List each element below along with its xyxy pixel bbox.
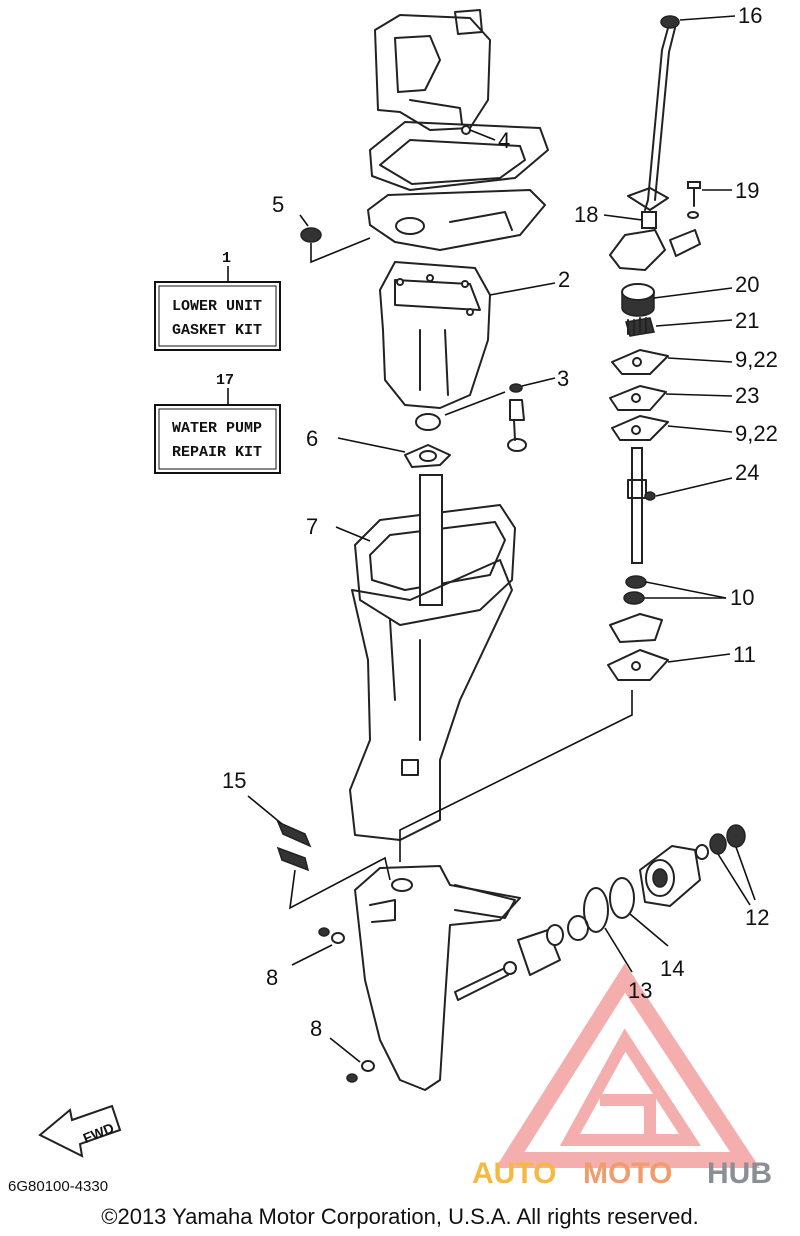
automotohub-logo bbox=[495, 963, 760, 1168]
callout-10: 10 bbox=[730, 585, 754, 610]
callout-11: 11 bbox=[733, 642, 756, 667]
callout-19: 19 bbox=[735, 178, 759, 203]
kit-box-water-pump-repair: WATER PUMP REPAIR KIT 17 bbox=[154, 372, 281, 474]
part-20-impeller-cup: 20 bbox=[621, 272, 759, 317]
part-19-bolt: 19 bbox=[669, 178, 759, 257]
callout-16: 16 bbox=[738, 3, 762, 28]
part-23-plate: 23 bbox=[609, 383, 759, 411]
watermark-hub: HUB bbox=[707, 1157, 772, 1190]
part-15-shims: 15 bbox=[222, 768, 391, 910]
bearings bbox=[546, 915, 589, 946]
callout-24: 24 bbox=[735, 460, 759, 485]
catalog-code: 6G80100-4330 bbox=[8, 1178, 109, 1195]
part-2-exhaust-guide: 2 bbox=[379, 261, 570, 409]
part-6-gasket: 6 bbox=[306, 413, 451, 468]
callout-9-22-lower: 9,22 bbox=[735, 421, 778, 446]
part-7-driveshaft-housing: 7 bbox=[306, 474, 516, 841]
part-3-plug: 3 bbox=[444, 366, 569, 452]
part-13-o-ring: 13 bbox=[583, 887, 652, 1003]
upper-gasket-plate bbox=[369, 121, 549, 191]
callout-9-22-upper: 9,22 bbox=[735, 347, 778, 372]
callout-23: 23 bbox=[735, 383, 759, 408]
part-9-22-upper-plate: 9,22 bbox=[611, 347, 778, 375]
callout-8-lower: 8 bbox=[310, 1016, 322, 1041]
callout-3: 3 bbox=[557, 366, 569, 391]
kit-box-lower-unit-gasket: LOWER UNIT GASKET KIT 1 bbox=[154, 250, 281, 351]
callout-15: 15 bbox=[222, 768, 246, 793]
callout-20: 20 bbox=[735, 272, 759, 297]
part-18-pump-housing: 18 bbox=[574, 187, 669, 271]
callout-6: 6 bbox=[306, 426, 318, 451]
kit-1-number: 1 bbox=[222, 250, 231, 267]
mounting-plate bbox=[367, 189, 546, 251]
part-8-screw-lower: 8 bbox=[310, 1016, 375, 1083]
callout-14: 14 bbox=[660, 956, 684, 981]
part-16-water-tube: 16 bbox=[644, 3, 762, 211]
watermark-wordmark: AUTO MOTO HUB bbox=[472, 1157, 772, 1190]
kit-1-line1: LOWER UNIT bbox=[172, 298, 262, 315]
bearing-housing bbox=[639, 845, 701, 907]
kit-17-line2: REPAIR KIT bbox=[172, 444, 262, 461]
callout-4: 4 bbox=[469, 128, 510, 153]
propeller-shaft bbox=[454, 929, 561, 1001]
svg-text:5: 5 bbox=[272, 192, 284, 217]
watermark-moto: MOTO bbox=[583, 1157, 672, 1190]
callout-2: 2 bbox=[558, 267, 570, 292]
lower-gearcase bbox=[354, 865, 521, 1091]
callout-13: 13 bbox=[628, 978, 652, 1003]
part-10-bushings: 10 bbox=[623, 575, 754, 610]
part-5-grommet: 5 bbox=[272, 192, 371, 264]
callout-18: 18 bbox=[574, 202, 598, 227]
kit-17-line1: WATER PUMP bbox=[172, 420, 262, 437]
svg-text:4: 4 bbox=[498, 128, 510, 153]
callout-21: 21 bbox=[735, 308, 759, 333]
callout-8-upper: 8 bbox=[266, 965, 278, 990]
part-21-impeller: 21 bbox=[625, 308, 759, 337]
forward-direction-arrow: FWD bbox=[38, 1104, 122, 1158]
part-11-lower-plate: 11 bbox=[607, 613, 756, 681]
part-8-screw-upper: 8 bbox=[266, 927, 345, 990]
part-12-seals: 12 bbox=[695, 824, 769, 930]
kit-17-number: 17 bbox=[216, 372, 234, 389]
kit-1-line2: GASKET KIT bbox=[172, 322, 262, 339]
callout-7: 7 bbox=[306, 514, 318, 539]
callout-12: 12 bbox=[745, 905, 769, 930]
copyright-notice: ©2013 Yamaha Motor Corporation, U.S.A. A… bbox=[101, 1204, 699, 1229]
powerhead-block bbox=[374, 9, 491, 131]
driveshaft: 24 bbox=[627, 447, 759, 564]
part-14-o-ring: 14 bbox=[609, 877, 684, 981]
watermark-auto: AUTO bbox=[472, 1157, 556, 1190]
part-9-22-lower-plate: 9,22 bbox=[611, 415, 778, 446]
